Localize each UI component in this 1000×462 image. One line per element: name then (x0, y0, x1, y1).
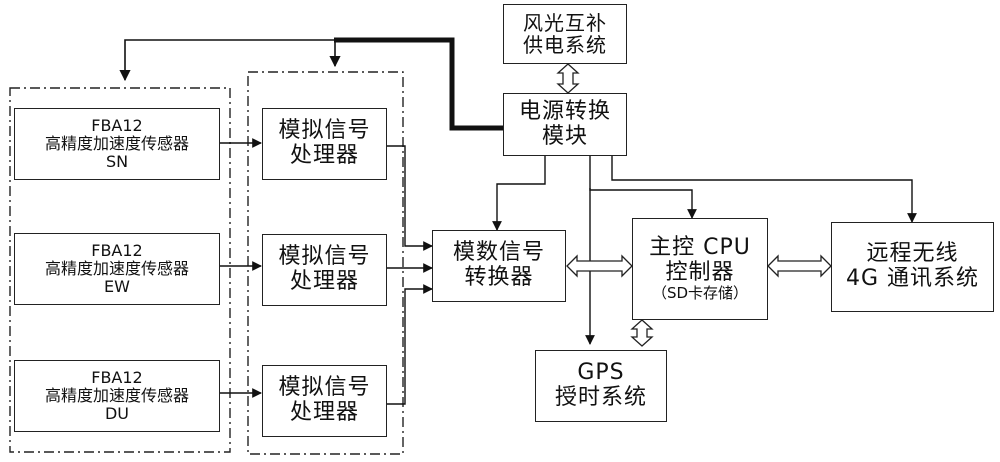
comm-line1: 远程无线 (866, 241, 959, 267)
wire-power-bus (334, 37, 503, 131)
analog-processor-3-box: 模拟信号 处理器 (262, 365, 387, 437)
power-supply-box: 风光互补 供电系统 (503, 4, 627, 64)
power-converter-box: 电源转换 模块 (503, 93, 627, 156)
sensor-model: FBA12 (91, 116, 143, 136)
processor-label-line2: 处理器 (289, 143, 359, 168)
processor-label-line2: 处理器 (289, 400, 359, 425)
analog-processor-1-box: 模拟信号 处理器 (262, 108, 387, 180)
wire-power-to-sensors (119, 39, 335, 82)
sensor-axis: DU (104, 403, 130, 423)
sensor-name: 高精度加速度传感器 (44, 134, 189, 154)
comm-line2: 4G 通讯系统 (845, 266, 980, 291)
adc-box: 模数信号 转换器 (432, 230, 566, 302)
processor-label-line1: 模拟信号 (278, 375, 371, 401)
sensor-sn-box: FBA12 高精度加速度传感器 SN (14, 108, 220, 180)
wire-proc1-to-adc (387, 145, 433, 251)
sensor-name: 高精度加速度传感器 (44, 259, 189, 279)
cpu-box: 主控 CPU 控制器 （SD卡存储） (632, 218, 768, 320)
sensor-model: FBA12 (91, 368, 143, 388)
processor-label-line1: 模拟信号 (278, 118, 371, 144)
gps-box: GPS 授时系统 (535, 350, 667, 422)
processor-label-line1: 模拟信号 (278, 244, 371, 270)
cpu-line1: 主控 CPU (649, 234, 751, 260)
sensor-group-outline (9, 87, 231, 453)
sensor-name: 高精度加速度传感器 (44, 386, 189, 406)
power-converter-line2: 模块 (541, 123, 588, 149)
sensor-ew-box: FBA12 高精度加速度传感器 EW (14, 233, 220, 305)
cpu-line2: 控制器 (665, 259, 735, 285)
sensor-axis: SN (105, 151, 129, 171)
adc-cpu-link (566, 254, 633, 278)
comm-box: 远程无线 4G 通讯系统 (831, 222, 994, 312)
power-converter-line1: 电源转换 (518, 98, 611, 124)
wire-proc3-to-adc (387, 284, 433, 405)
gps-line2: 授时系统 (554, 385, 647, 410)
cpu-comm-link (767, 254, 832, 278)
gps-line1: GPS (577, 360, 625, 386)
cpu-gps-link (630, 319, 654, 347)
wire-converter-to-cpu (589, 156, 697, 219)
power-supply-line1: 风光互补 (523, 10, 607, 35)
cpu-line3: （SD卡存储） (651, 284, 749, 303)
sensor-model: FBA12 (91, 241, 143, 261)
sensor-axis: EW (104, 276, 130, 296)
sensor-du-box: FBA12 高精度加速度传感器 DU (14, 360, 220, 432)
analog-processor-2-box: 模拟信号 处理器 (262, 234, 387, 306)
adc-line2: 转换器 (464, 265, 534, 290)
processor-group-outline (247, 71, 404, 455)
wire-converter-to-adc (492, 156, 546, 231)
wire-converter-to-comm (611, 156, 917, 223)
power-supply-converter-link (556, 63, 580, 94)
processor-label-line2: 处理器 (289, 269, 359, 294)
adc-line1: 模数信号 (452, 240, 545, 266)
power-supply-line2: 供电系统 (523, 33, 607, 57)
